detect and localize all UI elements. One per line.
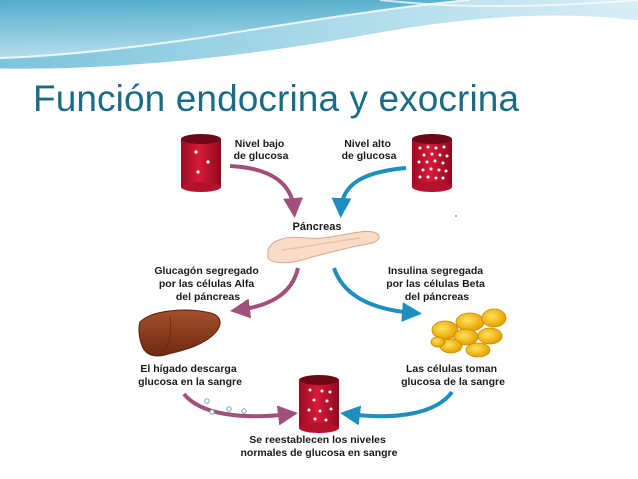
- liver-label: El hígado descarga glucosa en la sangre: [138, 363, 242, 388]
- pancreas-dot: [455, 215, 457, 217]
- arrow-high-to-pancreas: [331, 166, 407, 218]
- normal-glucose-label: Se reestablecen los niveles normales de …: [241, 434, 398, 459]
- liver-lobe-line: [163, 315, 172, 353]
- blood-vessel-low-glucose: [181, 134, 221, 192]
- arrow-cells-to-normal: [340, 390, 454, 426]
- low-glucose-label: Nivel bajo de glucosa: [234, 138, 289, 162]
- slide-title: Función endocrina y exocrina: [33, 78, 520, 119]
- high-glucose-label: Nivel alto de glucosa: [342, 138, 397, 162]
- cells-label: Las células toman glucosa de la sangre: [401, 363, 505, 388]
- pancreas-label: Páncreas: [293, 221, 342, 233]
- glucagon-label: Glucagón segregado por las células Alfa …: [154, 265, 261, 303]
- blood-vessel-normal-glucose: [299, 375, 339, 433]
- blood-vessel-high-glucose: [412, 134, 452, 192]
- insulin-label: Insulina segregada por las células Beta …: [386, 265, 488, 303]
- arrow-liver-to-normal: [182, 392, 298, 426]
- pancreas-texture: [281, 237, 361, 251]
- arrow-low-to-pancreas: [229, 164, 304, 218]
- arrow-pancreas-to-liver: [230, 267, 300, 319]
- glucose-molecules: [204, 398, 247, 415]
- header-waves: [0, 0, 638, 72]
- body-cells: [430, 308, 507, 358]
- pancreas-organ: [267, 230, 380, 264]
- arrow-pancreas-to-cells: [332, 267, 422, 323]
- liver-organ: [138, 309, 221, 357]
